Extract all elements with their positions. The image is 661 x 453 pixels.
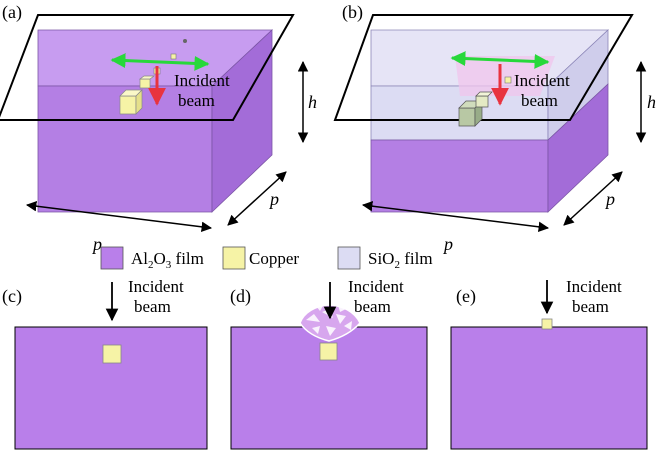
beam-label-d-line1: Incident (348, 277, 404, 296)
period-label-a-front: p (91, 234, 102, 254)
beam-label-e-line2: beam (572, 297, 609, 316)
period-dimension-b-side (563, 171, 623, 226)
panel-a: (a) Incident b (0, 2, 317, 254)
period-dimension-b-front (361, 200, 550, 233)
panel-c: (c) Incident beam (2, 277, 208, 450)
green-scan-arrow-b (450, 51, 550, 69)
panel-a-label: (a) (2, 2, 22, 23)
copper-cube-large-a (119, 89, 143, 115)
period-label-b-front: p (442, 234, 453, 254)
al2o3-side-face (211, 29, 273, 213)
legend-label-al2o3: Al2O3 film (131, 249, 204, 271)
beam-label-a-line1: Incident (174, 71, 230, 90)
panel-d: (d) Incident beam (230, 277, 428, 450)
period-label-a-side: p (268, 189, 279, 209)
panel-e: (e) Incident beam (450, 277, 648, 450)
beam-label-c-line1: Incident (128, 277, 184, 296)
period-dimension-a-front (25, 200, 213, 233)
cut-plane-b (333, 14, 634, 121)
copper-particle-c (102, 344, 122, 364)
legend-swatch-al2o3 (100, 246, 124, 270)
copper-particle-e (541, 318, 553, 330)
al2o3-block-a (37, 29, 274, 213)
legend-swatch-copper (222, 246, 246, 270)
legend-label-copper: Copper (249, 249, 299, 268)
legend-label-sio2: SiO2 film (368, 249, 433, 271)
beam-label-a-line2: beam (178, 91, 215, 110)
al2o3-front-face-b (370, 139, 549, 213)
legend-item-al2o3: Al2O3 film (100, 246, 204, 271)
panel-b: (b) Incident (333, 2, 656, 254)
height-label-b: h (647, 92, 656, 112)
period-dimension-a-side (227, 171, 287, 226)
embedded-cube-small-b (504, 76, 512, 84)
al2o3-cross-section-e (450, 326, 648, 450)
cut-plane-a (0, 14, 295, 121)
green-scan-arrow-a (110, 53, 210, 71)
period-label-b-side: p (604, 189, 615, 209)
beam-label-b-line2: beam (521, 91, 558, 110)
ablation-debris-d (299, 304, 361, 342)
panel-b-label: (b) (342, 2, 363, 23)
legend-swatch-sio2 (337, 246, 361, 270)
al2o3-side-face-b (547, 83, 609, 213)
copper-particle-d (319, 342, 338, 361)
panel-e-label: (e) (456, 286, 476, 307)
height-label-a: h (308, 92, 317, 112)
beam-label-b-line1: Incident (514, 71, 570, 90)
legend-item-sio2: SiO2 film (337, 246, 433, 271)
panel-d-label: (d) (230, 286, 251, 307)
panel-c-label: (c) (2, 286, 22, 307)
beam-label-d-line2: beam (354, 297, 391, 316)
legend-item-copper: Copper (222, 246, 299, 270)
embedded-cube-mid-b (475, 91, 493, 108)
beam-label-c-line2: beam (134, 297, 171, 316)
legend: Al2O3 film Copper SiO2 film (100, 246, 433, 271)
beam-label-e-line1: Incident (566, 277, 622, 296)
